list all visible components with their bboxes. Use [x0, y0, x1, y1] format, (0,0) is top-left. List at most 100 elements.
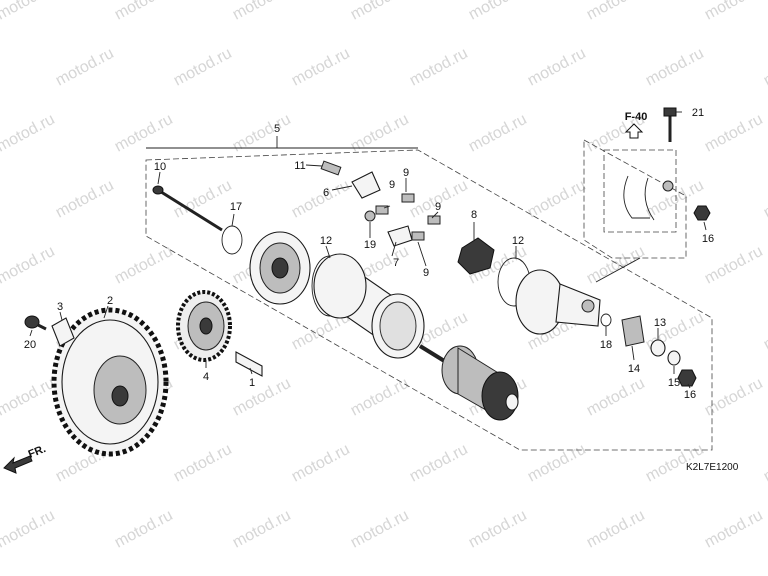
callout-15: 15 [668, 377, 680, 389]
nut-16-lower [677, 369, 697, 387]
watermark-text: motod.ru [230, 0, 294, 24]
watermark-text: motod.ru [466, 507, 530, 552]
watermark-text: motod.ru [0, 507, 58, 552]
callout-13: 13 [654, 317, 666, 329]
watermark-text: motod.ru [289, 45, 353, 90]
callout-18: 18 [600, 339, 612, 351]
idle-gear [176, 290, 232, 362]
ring-18 [600, 313, 612, 327]
watermark-text: motod.ru [289, 177, 353, 222]
watermark-text: motod.ru [0, 375, 58, 420]
callout-2: 2 [107, 295, 113, 307]
washer-13 [650, 339, 666, 357]
callout-9-c: 9 [435, 201, 441, 213]
watermark-text: motod.ru [171, 177, 235, 222]
watermark-text: motod.ru [171, 441, 235, 486]
callout-19: 19 [364, 239, 376, 251]
breather-tube [623, 175, 674, 221]
watermark-text: motod.ru [407, 441, 471, 486]
up-arrow-icon [624, 123, 644, 139]
callout-3: 3 [57, 301, 63, 313]
watermark-text: motod.ru [761, 45, 768, 90]
callout-labels: 1 2 3 4 5 6 7 8 9 9 9 9 10 11 12 12 13 1… [24, 107, 714, 401]
watermark-text: motod.ru [53, 45, 117, 90]
assembly-boundary [145, 149, 713, 451]
watermark-text: motod.ru [230, 507, 294, 552]
callout-11: 11 [294, 160, 305, 172]
watermark-text: motod.ru [761, 177, 768, 222]
watermark-text: motod.ru [525, 441, 589, 486]
watermark-text: motod.ru [584, 375, 648, 420]
watermark-text: motod.ru [702, 375, 766, 420]
plate-3 [51, 317, 75, 347]
leader-subassembly [595, 257, 641, 283]
callout-9-b: 9 [389, 179, 395, 191]
watermark-text: motod.ru [53, 177, 117, 222]
watermark-text: motod.ru [702, 507, 766, 552]
callout-1: 1 [249, 377, 255, 389]
watermark-layer: motod.ru motod.ru motod.ru motod.ru motod.ru… [0, 0, 768, 552]
watermark-text: motod.ru [230, 375, 294, 420]
watermark-text: motod.ru [0, 243, 58, 288]
watermark-text: motod.ru [0, 0, 58, 24]
watermark-text: motod.ru [525, 177, 589, 222]
nut-16-upper [693, 205, 711, 221]
watermark-text: motod.ru [171, 45, 235, 90]
watermark-text: motod.ru [289, 441, 353, 486]
bolt-20 [24, 315, 47, 331]
front-cover [249, 231, 311, 305]
armature [418, 344, 519, 421]
watermark-text: motod.ru [0, 111, 58, 156]
callout-21: 21 [692, 107, 704, 119]
watermark-text: motod.ru [702, 243, 766, 288]
callout-16-b: 16 [684, 389, 696, 401]
watermark-text: motod.ru [466, 111, 530, 156]
callout-12-a: 12 [320, 235, 332, 247]
front-direction-indicator [3, 455, 33, 474]
callout-5: 5 [274, 123, 280, 135]
washer-15 [667, 350, 681, 366]
callout-12-b: 12 [512, 235, 524, 247]
watermark-text: motod.ru [112, 0, 176, 24]
callout-6: 6 [323, 187, 329, 199]
watermark-text: motod.ru [584, 243, 648, 288]
callout-7: 7 [393, 257, 399, 269]
watermark-text: motod.ru [466, 0, 530, 24]
o-ring [221, 225, 243, 255]
rear-cover [515, 269, 601, 335]
subassembly-box [603, 149, 677, 233]
diagram-code: K2L7E1200 [686, 462, 739, 473]
callout-9-a: 9 [403, 167, 409, 179]
callout-8: 8 [471, 209, 477, 221]
starter-driven-gear [51, 307, 169, 457]
pin-1 [235, 351, 263, 377]
watermark-text: motod.ru [348, 507, 412, 552]
watermark-text: motod.ru [761, 309, 768, 354]
watermark-text: motod.ru [407, 45, 471, 90]
motor-case [313, 253, 425, 359]
callout-17: 17 [230, 201, 242, 213]
reference-label: F-40 [625, 111, 648, 123]
watermark-text: motod.ru [407, 177, 471, 222]
watermark-text: motod.ru [584, 507, 648, 552]
terminal-insulator-14 [621, 315, 645, 347]
watermark-text: motod.ru [525, 45, 589, 90]
callout-16-a: 16 [702, 233, 714, 245]
watermark-text: motod.ru [702, 111, 766, 156]
watermark-text: motod.ru [761, 441, 768, 486]
watermark-text: motod.ru [112, 243, 176, 288]
watermark-text: motod.ru [348, 375, 412, 420]
bolt-21 [663, 107, 677, 142]
long-bolt [152, 185, 223, 232]
watermark-text: motod.ru [112, 111, 176, 156]
watermark-text: motod.ru [348, 111, 412, 156]
callout-4: 4 [203, 371, 209, 383]
callout-14: 14 [628, 363, 640, 375]
watermark-text: motod.ru [584, 0, 648, 24]
leader-lines [29, 111, 707, 389]
callout-9-d: 9 [423, 267, 429, 279]
front-direction-label: FR. [27, 443, 48, 461]
subassembly-boundary [583, 139, 687, 259]
